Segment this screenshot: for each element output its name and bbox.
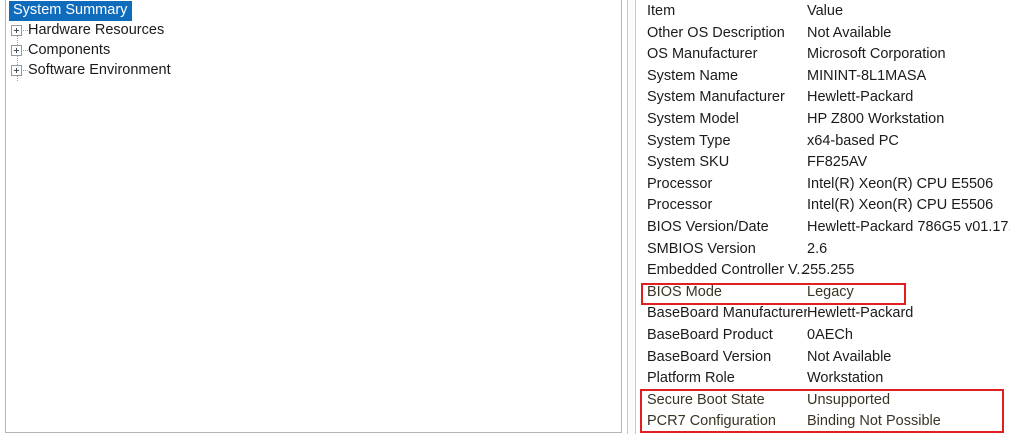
table-row[interactable]: System Manufacturer Hewlett-Packard <box>636 86 1010 108</box>
row-item-value: Binding Not Possible <box>807 413 941 430</box>
tree-item-hardware-resources[interactable]: Hardware Resources <box>6 20 621 40</box>
expand-plus-icon[interactable] <box>11 24 22 36</box>
pane-divider-scrollbar[interactable] <box>627 0 636 434</box>
row-item-label: Platform Role <box>647 370 735 387</box>
row-item-label: System Name <box>647 67 739 84</box>
table-row[interactable]: System Name MININT-8L1MASA <box>636 65 1010 87</box>
row-item-value: Intel(R) Xeon(R) CPU E5506 <box>807 175 994 192</box>
table-row-bios-mode[interactable]: BIOS Mode Legacy <box>636 281 1010 303</box>
row-item-value: Workstation <box>807 370 884 387</box>
row-item-label: BaseBoard Version <box>647 348 772 365</box>
row-item-value: Hewlett-Packard 786G5 v01.17, 8/ <box>807 218 1010 235</box>
row-item-value: 0AECh <box>807 326 853 343</box>
tree-item-software-environment-label: Software Environment <box>28 62 171 78</box>
table-row[interactable]: BaseBoard Product 0AECh <box>636 324 1010 346</box>
row-item-label: BIOS Version/Date <box>647 218 769 235</box>
tree-item-hardware-resources-label: Hardware Resources <box>28 22 165 38</box>
detail-header-row: Item Value <box>636 0 1010 22</box>
row-item-label: Processor <box>647 197 713 214</box>
table-row-secure-boot-state[interactable]: Secure Boot State Unsupported <box>636 389 1010 411</box>
row-item-value: Unsupported <box>807 391 891 408</box>
table-row[interactable]: System SKU FF825AV <box>636 151 1010 173</box>
tree-connector-icon <box>23 69 28 71</box>
table-row[interactable]: Processor Intel(R) Xeon(R) CPU E5506 <box>636 194 1010 216</box>
table-row[interactable]: Other OS Description Not Available <box>636 22 1010 44</box>
table-row[interactable]: OS Manufacturer Microsoft Corporation <box>636 43 1010 65</box>
row-item-value: Not Available <box>807 348 892 365</box>
row-item-value: HP Z800 Workstation <box>807 110 945 127</box>
row-item-value: 2.6 <box>807 240 828 257</box>
system-summary-tree-pane[interactable]: System Summary Hardware Resources Compon… <box>5 0 622 433</box>
tree-item-components-label: Components <box>28 42 111 58</box>
row-item-value: Hewlett-Packard <box>807 89 914 106</box>
table-row-pcr7-configuration[interactable]: PCR7 Configuration Binding Not Possible <box>636 410 1010 432</box>
row-item-value: Microsoft Corporation <box>807 46 946 63</box>
table-row[interactable]: Embedded Controller V... 255.255 <box>636 259 1010 281</box>
row-item-value: FF825AV <box>807 154 868 171</box>
row-item-label: Embedded Controller V... <box>647 262 807 279</box>
row-item-value: Intel(R) Xeon(R) CPU E5506 <box>807 197 994 214</box>
table-row[interactable]: SMBIOS Version 2.6 <box>636 238 1010 260</box>
row-item-label: System Type <box>647 132 731 149</box>
row-item-value: 255.255 <box>802 262 855 279</box>
expand-plus-icon[interactable] <box>11 64 22 76</box>
column-header-value[interactable]: Value <box>807 3 844 19</box>
row-item-value: Not Available <box>807 24 892 41</box>
column-header-item[interactable]: Item <box>647 3 676 19</box>
row-item-label: Processor <box>647 175 713 192</box>
tree-connector-icon <box>23 29 28 31</box>
tree-item-system-summary-label: System Summary <box>9 1 133 21</box>
row-item-label: System SKU <box>647 154 730 171</box>
table-row[interactable]: System Type x64-based PC <box>636 130 1010 152</box>
row-item-label: BIOS Mode <box>647 283 722 300</box>
row-item-label: SMBIOS Version <box>647 240 756 257</box>
system-summary-detail-pane[interactable]: Item Value Other OS Description Not Avai… <box>636 0 1010 437</box>
row-item-value: Hewlett-Packard <box>807 305 914 322</box>
row-item-label: BaseBoard Manufacturer <box>647 305 807 322</box>
row-item-label: PCR7 Configuration <box>647 413 776 430</box>
tree-item-software-environment[interactable]: Software Environment <box>6 60 621 80</box>
table-row[interactable]: BaseBoard Version Not Available <box>636 346 1010 368</box>
row-item-label: Secure Boot State <box>647 391 765 408</box>
tree-item-components[interactable]: Components <box>6 40 621 60</box>
table-row[interactable]: Processor Intel(R) Xeon(R) CPU E5506 <box>636 173 1010 195</box>
expand-plus-icon[interactable] <box>11 44 22 56</box>
table-row[interactable]: Platform Role Workstation <box>636 367 1010 389</box>
table-row[interactable]: System Model HP Z800 Workstation <box>636 108 1010 130</box>
table-row[interactable]: BaseBoard Manufacturer Hewlett-Packard <box>636 302 1010 324</box>
tree-item-system-summary[interactable]: System Summary <box>6 0 621 21</box>
row-item-value: MININT-8L1MASA <box>807 67 927 84</box>
row-item-value: x64-based PC <box>807 132 899 149</box>
row-item-label: BaseBoard Product <box>647 326 773 343</box>
row-item-label: System Model <box>647 110 739 127</box>
table-row[interactable]: BIOS Version/Date Hewlett-Packard 786G5 … <box>636 216 1010 238</box>
row-item-label: OS Manufacturer <box>647 46 758 63</box>
tree-connector-icon <box>23 49 28 51</box>
row-item-label: Other OS Description <box>647 24 785 41</box>
row-item-value: Legacy <box>807 283 854 300</box>
row-item-label: System Manufacturer <box>647 89 785 106</box>
